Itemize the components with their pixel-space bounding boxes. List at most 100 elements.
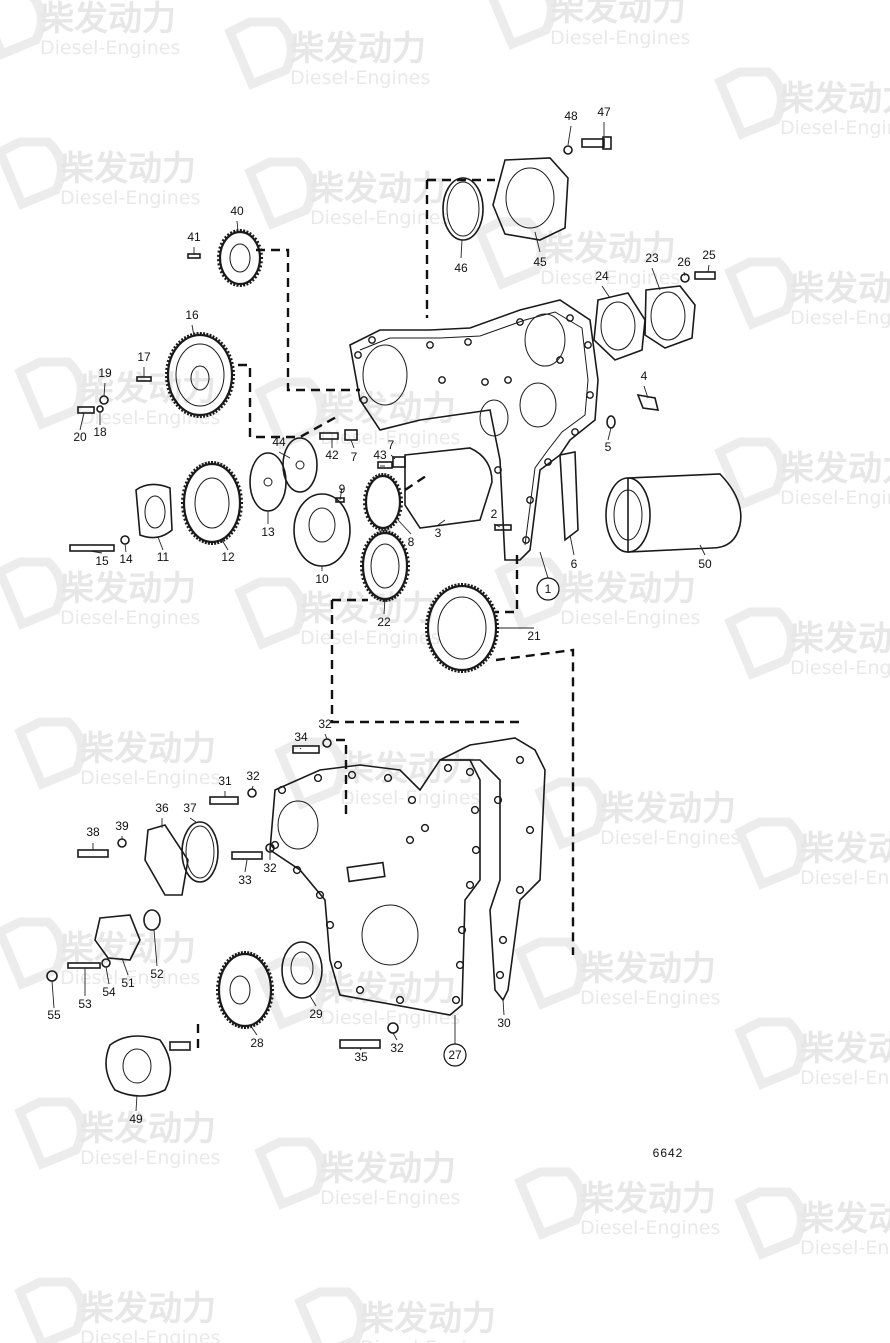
callout-circle-1 — [536, 577, 560, 601]
callout-44: 44 — [272, 435, 286, 449]
bolt-hole — [465, 767, 475, 777]
seal-10 — [293, 493, 351, 567]
gear-teeth — [164, 331, 235, 419]
damper-28-bore — [229, 975, 251, 1005]
gear-tooth — [264, 964, 269, 969]
bolt-hole — [522, 536, 530, 544]
bolt-hole — [438, 376, 446, 384]
gear-tooth — [232, 474, 236, 478]
gear-tooth — [364, 544, 368, 548]
seal-10-inner — [308, 507, 336, 543]
watermark-en: Diesel-Engines — [600, 827, 740, 849]
gear-tooth — [173, 345, 177, 350]
gear-tooth — [488, 600, 493, 604]
gear-tooth — [224, 347, 228, 351]
bolt-15 — [69, 544, 115, 552]
gear-tooth — [389, 475, 393, 479]
callout-28: 28 — [250, 1036, 264, 1050]
o-ring-46 — [442, 177, 484, 241]
gear-tooth — [490, 603, 494, 607]
callout-8: 8 — [408, 535, 415, 549]
bolt-33 — [231, 851, 263, 860]
filter-housing-50-face — [605, 477, 651, 553]
gear-tooth — [226, 233, 230, 237]
gear-tooth — [237, 517, 241, 521]
gear-tooth — [223, 276, 228, 281]
watermark-logo-icon — [234, 577, 306, 650]
callout-32-a: 32 — [246, 769, 260, 783]
gear-tooth — [165, 383, 170, 387]
bolt-hole — [584, 341, 592, 349]
gear-tooth — [229, 357, 233, 361]
gear-tooth — [255, 1022, 259, 1026]
watermark-cn: 柴发动力 — [320, 1149, 456, 1189]
watermark-cn: 柴发动力 — [600, 789, 736, 829]
callout-12: 12 — [221, 550, 235, 564]
leader-line — [278, 451, 291, 459]
bolt-42 — [319, 432, 339, 440]
washer-48 — [563, 145, 573, 155]
callout-7-b: 7 — [388, 438, 395, 452]
watermark-cn: 柴发动力 — [580, 1179, 716, 1219]
gear-tooth — [366, 540, 370, 545]
callout-16: 16 — [185, 308, 199, 322]
bolt-hole — [465, 880, 475, 890]
callout-5: 5 — [605, 440, 612, 454]
callout-10: 10 — [315, 572, 329, 586]
leader-line — [79, 412, 85, 431]
gear-tooth — [217, 262, 221, 266]
watermark-cn: 柴发动力 — [800, 1029, 890, 1069]
gear-tooth — [231, 954, 235, 958]
gear-tooth — [219, 1008, 224, 1012]
gear-tooth — [217, 407, 221, 411]
watermark-cn: 柴发动力 — [80, 369, 216, 409]
callout-26: 26 — [677, 255, 691, 269]
callout-36: 36 — [155, 801, 169, 815]
gear-tooth — [398, 590, 402, 595]
leader-line — [51, 980, 55, 1009]
gear-tooth — [260, 958, 264, 963]
gear-tooth — [219, 404, 224, 409]
gear-tooth — [232, 528, 236, 532]
gear-tooth — [238, 489, 242, 492]
bolt-hole — [515, 755, 525, 765]
watermark-en: Diesel-Engines — [60, 967, 200, 989]
gear-tooth — [426, 638, 430, 642]
gear-tooth — [195, 466, 199, 470]
gear-tooth — [476, 587, 480, 591]
gear-tooth — [186, 334, 190, 338]
gear-tooth — [201, 539, 205, 544]
callout-29: 29 — [309, 1007, 323, 1021]
watermark-en: Diesel-Engines — [80, 1327, 220, 1343]
gear-tooth — [378, 473, 381, 477]
watermark-en: Diesel-Engines — [790, 657, 890, 679]
leader-line — [324, 733, 328, 740]
gear-tooth — [481, 591, 486, 596]
gear-tooth — [364, 489, 368, 493]
bolt-47 — [581, 138, 605, 148]
watermark-logo-icon — [274, 737, 346, 810]
gear-tooth — [242, 283, 246, 287]
bolt-35 — [339, 1039, 381, 1049]
bolt-hole — [405, 835, 415, 845]
gear-tooth — [388, 598, 391, 602]
gear-tooth — [253, 237, 258, 241]
gear-tooth — [395, 516, 400, 521]
gear-tooth — [393, 533, 397, 537]
gear-tooth — [226, 958, 230, 963]
leader-line — [251, 785, 254, 790]
gear-tooth — [166, 359, 171, 363]
gear-tooth — [225, 536, 229, 540]
leader-line — [244, 859, 248, 873]
gear-tooth — [229, 471, 234, 475]
callout-13: 13 — [261, 525, 275, 539]
gear-tooth — [248, 280, 252, 284]
gear-tooth — [186, 477, 190, 481]
plate-44-hole — [295, 460, 305, 470]
bolt-hole — [455, 960, 465, 970]
watermark-cn: 柴发动力 — [80, 1109, 216, 1149]
gear-teeth — [425, 583, 499, 673]
